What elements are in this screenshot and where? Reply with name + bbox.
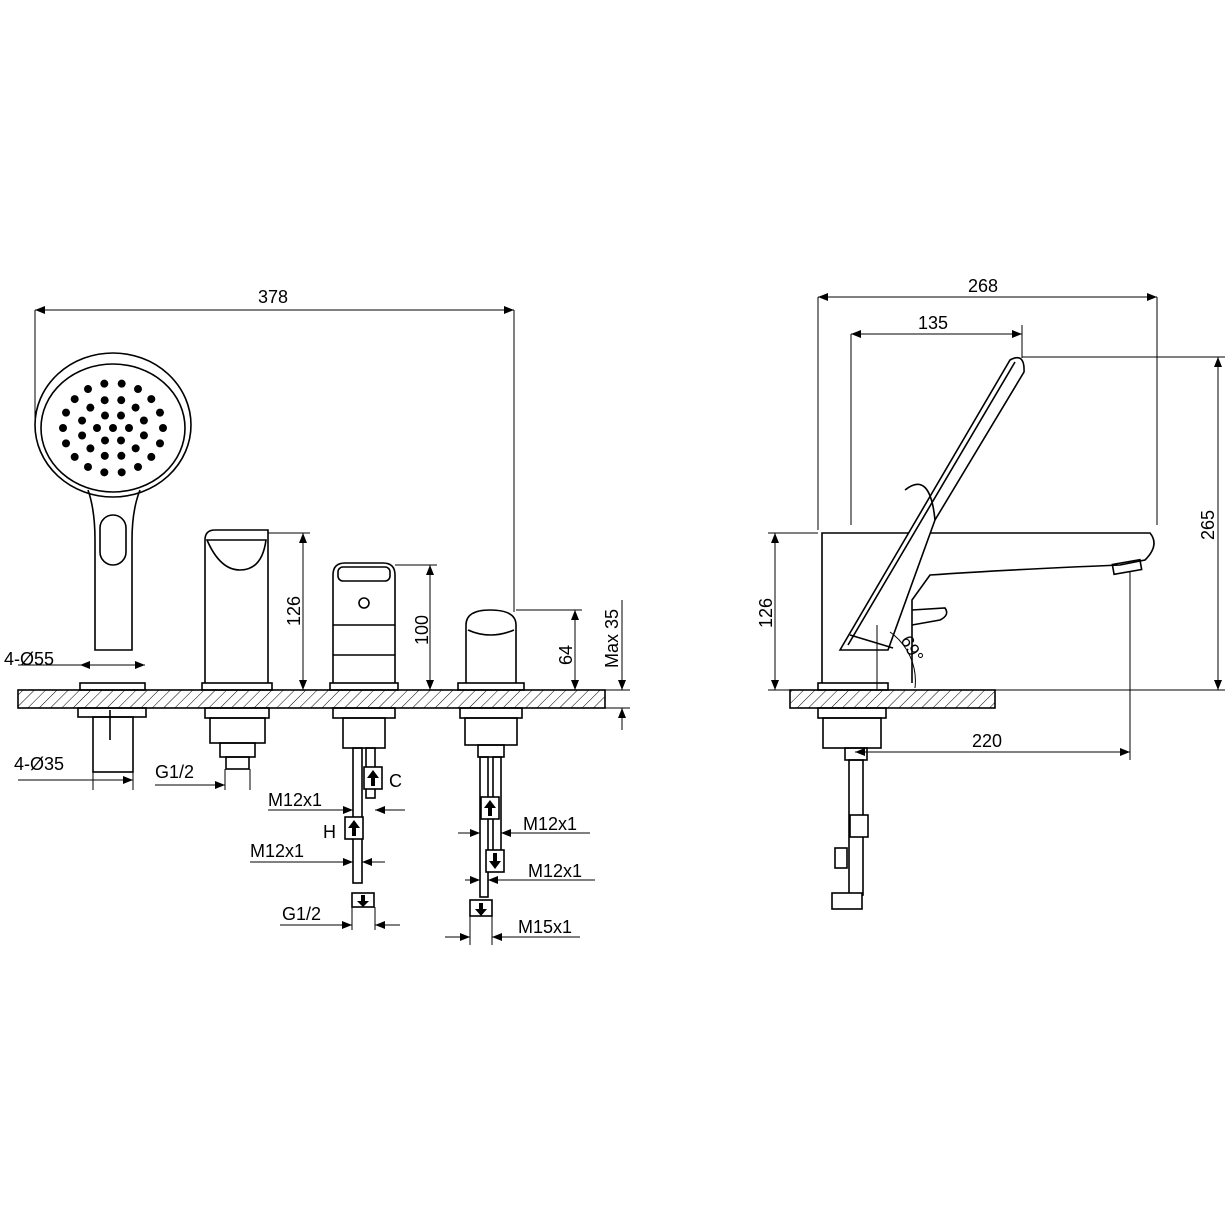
nozzle-dot (155, 439, 164, 448)
dim-label: Max 35 (602, 609, 622, 668)
spray-nozzles (59, 379, 167, 477)
dimension-overall-width: 378 (34, 287, 515, 612)
dim-label: 378 (258, 287, 288, 307)
deck-surface (789, 689, 996, 709)
nozzle-dot (159, 424, 167, 432)
nozzle-dot (100, 468, 109, 477)
dim-label: 268 (968, 276, 998, 296)
angle-label: 69° (897, 632, 928, 666)
nozzle-dot (147, 452, 156, 461)
nozzle-dot (86, 444, 95, 453)
nozzle-dot (131, 444, 140, 453)
nozzle-dot (134, 462, 142, 471)
mixer-side-body: 220 (817, 532, 1155, 910)
nozzle-dot (117, 451, 126, 460)
nozzle-dot (101, 436, 109, 445)
nozzle-dot (139, 416, 148, 425)
nozzle-dot (62, 408, 71, 417)
dim-label: 135 (918, 313, 948, 333)
nozzle-dot (100, 451, 109, 460)
dim-label: 100 (412, 615, 432, 645)
nozzle-dot (86, 403, 95, 412)
nozzle-dot (117, 436, 125, 445)
hot-label: H (323, 822, 336, 842)
dim-label: M12x1 (523, 814, 577, 834)
nozzle-dot (59, 424, 67, 432)
nozzle-dot (117, 468, 126, 477)
dim-label: 4-Ø55 (4, 649, 54, 669)
dim-label: G1/2 (155, 762, 194, 782)
nozzle-dot (62, 439, 71, 448)
nozzle-dot (117, 396, 126, 405)
nozzle-dot (78, 431, 87, 440)
nozzle-dot (100, 379, 109, 388)
hand-shower-side: 69° (838, 356, 1025, 690)
nozzle-dot (147, 395, 156, 404)
nozzle-dot (109, 424, 117, 432)
diverter: M12x1 M12x1 M15x1 64 Max 35 (445, 600, 630, 945)
nozzle-dot (131, 403, 140, 412)
dim-label: 265 (1198, 510, 1218, 540)
nozzle-dot (70, 452, 79, 461)
nozzle-dot (155, 408, 164, 417)
nozzle-dot (125, 424, 133, 432)
nozzle-dot (117, 379, 126, 388)
dim-label: M12x1 (528, 861, 582, 881)
nozzle-dot (84, 462, 92, 471)
dim-label: M12x1 (250, 841, 304, 861)
mixer-valve: C H M12x1 M12x1 G1/2 100 (250, 562, 437, 930)
dim-label: 220 (972, 731, 1002, 751)
nozzle-dot (134, 385, 142, 394)
cold-label: C (389, 771, 402, 791)
nozzle-dot (93, 424, 101, 432)
nozzle-dot (84, 385, 92, 394)
dim-label: 126 (756, 598, 776, 628)
nozzle-dot (117, 411, 125, 420)
dim-label: 64 (556, 645, 576, 665)
hand-shower: 4-Ø55 4-Ø35 (4, 352, 192, 790)
dim-label: M15x1 (518, 917, 572, 937)
deck-surface (17, 689, 606, 709)
dim-label: 4-Ø35 (14, 754, 64, 774)
dim-label: G1/2 (282, 904, 321, 924)
nozzle-dot (101, 411, 109, 420)
nozzle-dot (100, 396, 109, 405)
side-view: 268 135 265 126 220 (756, 276, 1225, 910)
bath-spout: G1/2 126 (155, 529, 310, 790)
nozzle-dot (70, 395, 79, 404)
nozzle-dot (78, 416, 87, 425)
nozzle-dot (139, 431, 148, 440)
dim-label: 126 (284, 596, 304, 626)
dim-label: M12x1 (268, 790, 322, 810)
front-view: 378 4-Ø55 4-Ø35 (4, 287, 630, 945)
